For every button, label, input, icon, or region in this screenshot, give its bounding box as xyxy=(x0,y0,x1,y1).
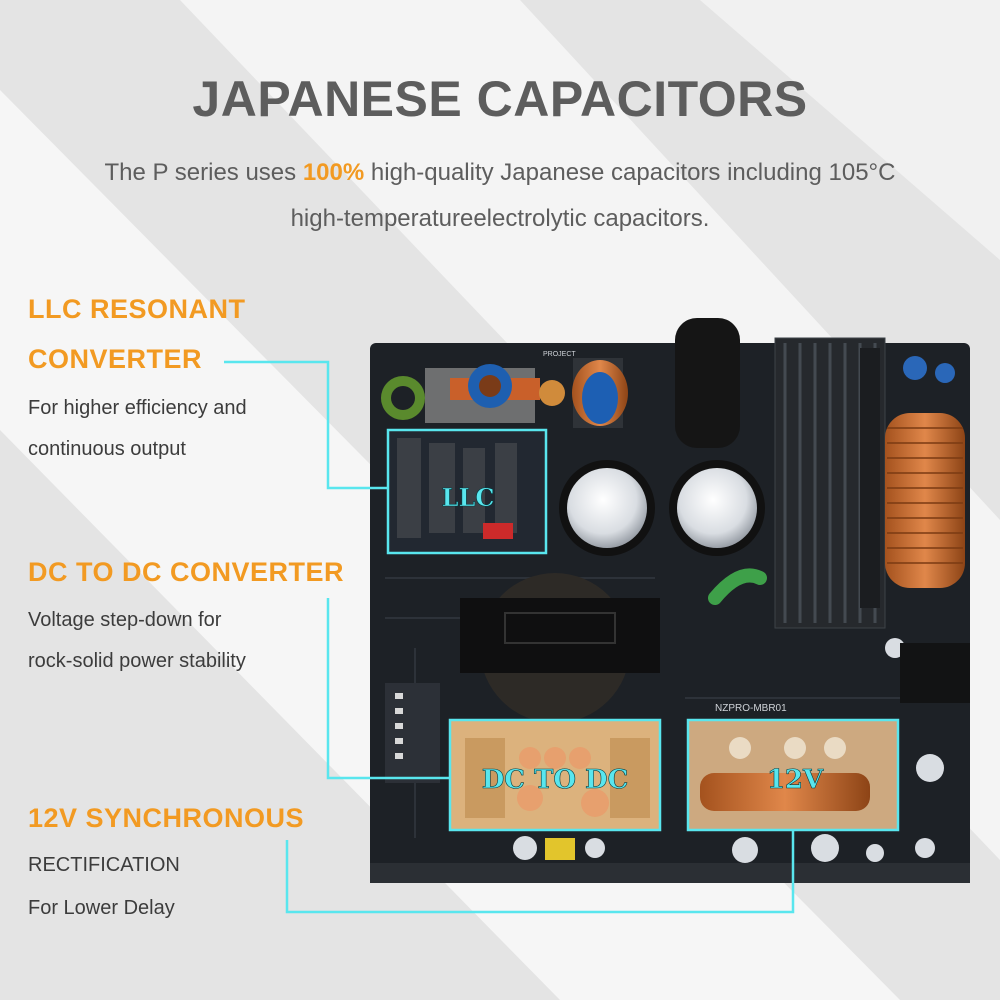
feature-llc-desc-line2: continuous output xyxy=(28,438,186,460)
llc-callout-box xyxy=(386,428,548,555)
subtitle-highlight: 100% xyxy=(302,159,365,186)
copper-transformer xyxy=(885,413,965,588)
subtitle-line2: high-temperatureelectrolytic capacitors. xyxy=(290,205,710,232)
feature-llc-desc-line1: For higher efficiency and xyxy=(28,397,247,419)
feature-dcdc-title: DC TO DC CONVERTER xyxy=(28,557,345,587)
llc-callout-label: LLC xyxy=(442,483,495,512)
subtitle-pre: The P series uses xyxy=(104,159,303,186)
dcdc-callout-label: DC TO DC xyxy=(482,765,629,795)
psu-circuit-board: NZPRO-MBR01 PROJECT LLC DC TO DC 12V xyxy=(370,318,970,883)
feature-12v-desc-line1: RECTIFICATION xyxy=(28,854,180,876)
feature-llc-title-line1: LLC RESONANT xyxy=(28,294,246,324)
feature-llc-title-line2: CONVERTER xyxy=(28,344,203,374)
page-subtitle: The P series uses 100% high-quality Japa… xyxy=(40,150,960,242)
black-transformer xyxy=(460,598,660,673)
page-title: JAPANESE CAPACITORS xyxy=(192,71,808,127)
pcb-model-label: NZPRO-MBR01 xyxy=(715,703,787,714)
feature-dcdc-desc-line2: rock-solid power stability xyxy=(28,650,246,672)
v12-callout-label: 12V xyxy=(767,765,824,795)
feature-12v-desc-line2: For Lower Delay xyxy=(28,897,175,919)
black-choke xyxy=(675,318,740,448)
feature-12v-title: 12V SYNCHRONOUS xyxy=(28,803,305,833)
subtitle-line1-post: high-quality Japanese capacitors includi… xyxy=(364,159,896,186)
pcb-project-label: PROJECT xyxy=(543,351,576,358)
feature-dcdc-desc-line1: Voltage step-down for xyxy=(28,609,222,631)
